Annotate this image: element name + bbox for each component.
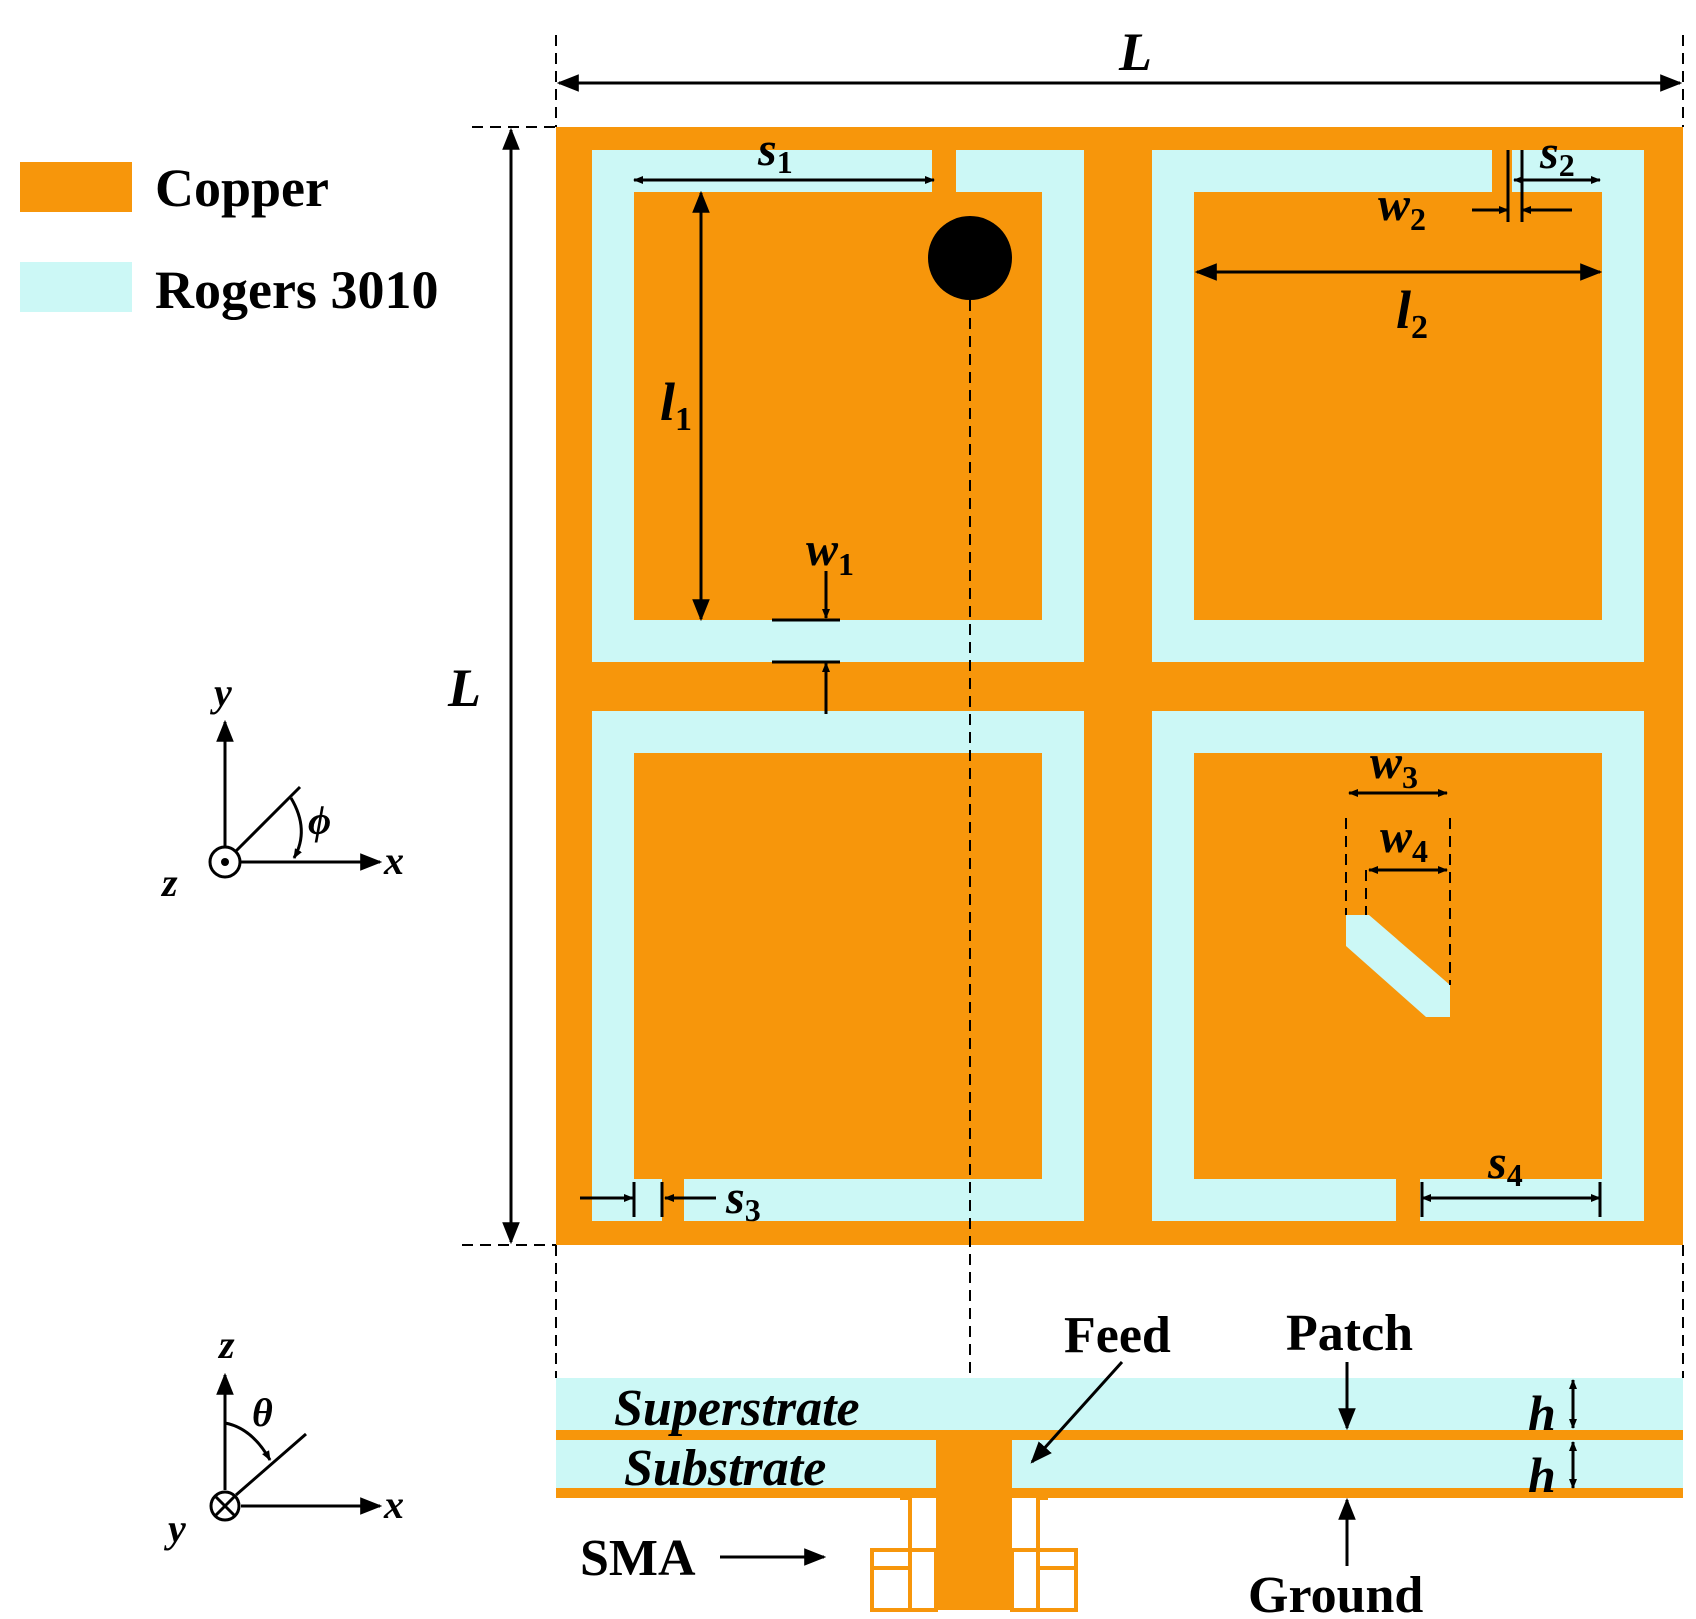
label-w3: w3 [1370, 736, 1418, 795]
ground-layer [556, 1488, 1683, 1498]
slot-ring-top-right [1152, 150, 1644, 662]
substrate-label: Substrate [624, 1440, 826, 1497]
legend-rogers-label: Rogers 3010 [155, 260, 438, 320]
theta-arc [224, 1421, 272, 1461]
legend-copper-swatch [20, 162, 132, 212]
sma-label: SMA [580, 1530, 696, 1587]
angle-theta-label: θ [252, 1390, 273, 1435]
axis-y2-label: y [164, 1506, 186, 1551]
dimension-labels: L L s1 s2 s3 s4 l1 l2 w1 w2 w3 w4 [447, 22, 1575, 1228]
slot-ring-bottom-left [592, 711, 1084, 1221]
axis-z-out-circle [208, 845, 242, 879]
feed-arrow [1030, 1360, 1124, 1464]
axes-side-view: z x y θ [164, 1322, 404, 1551]
label-w2: w2 [1378, 178, 1426, 237]
feed-label: Feed [1064, 1307, 1171, 1364]
legend-rogers-swatch [20, 262, 132, 312]
copper-board [556, 127, 1683, 1245]
label-h-top: h [1528, 1385, 1556, 1441]
label-L-top: L [1118, 22, 1152, 82]
angle-phi-label: ϕ [308, 798, 331, 843]
label-L-left: L [447, 658, 481, 718]
label-s2: s2 [1539, 126, 1575, 183]
label-w1: w1 [806, 523, 854, 582]
cross-section: Superstrate Substrate Feed Patch Ground … [556, 1305, 1683, 1619]
extension-lines [462, 35, 1684, 1428]
label-l2: l2 [1396, 280, 1428, 346]
patch-layer [556, 1430, 1683, 1440]
diagonal-slot [1346, 915, 1450, 1017]
label-s3: s3 [725, 1171, 761, 1228]
dimension-arrows [502, 74, 1683, 1245]
phi-arc [289, 797, 303, 859]
superstrate-layer [556, 1378, 1683, 1430]
sma-connector [870, 1496, 1078, 1612]
slot-ring-bottom-right [1152, 711, 1644, 1221]
axis-y-in-circle [209, 1490, 241, 1522]
patch-label: Patch [1286, 1305, 1413, 1362]
superstrate-label: Superstrate [614, 1380, 860, 1437]
label-h-bottom: h [1528, 1447, 1556, 1503]
feed-via [928, 216, 1012, 300]
label-s4: s4 [1487, 1136, 1523, 1193]
ground-label: Ground [1248, 1567, 1423, 1619]
substrate-layer [556, 1440, 1683, 1488]
label-l1: l1 [660, 372, 692, 438]
axis-phi-ray [234, 785, 302, 853]
axis-z2-label: z [217, 1322, 235, 1367]
axis-z-label: z [160, 860, 178, 905]
axis-x-label: x [383, 838, 404, 883]
axes-top-view: y x z ϕ [160, 670, 404, 905]
top-view [556, 127, 1683, 1245]
slot-ring-top-left [592, 150, 1084, 662]
label-s1: s1 [757, 123, 793, 180]
legend-copper-label: Copper [155, 158, 329, 218]
axis-x2-label: x [383, 1482, 404, 1527]
legend: Copper Rogers 3010 [20, 158, 438, 320]
axis-y-label: y [210, 670, 232, 715]
axis-theta-ray [235, 1432, 307, 1497]
label-w4: w4 [1380, 810, 1428, 869]
